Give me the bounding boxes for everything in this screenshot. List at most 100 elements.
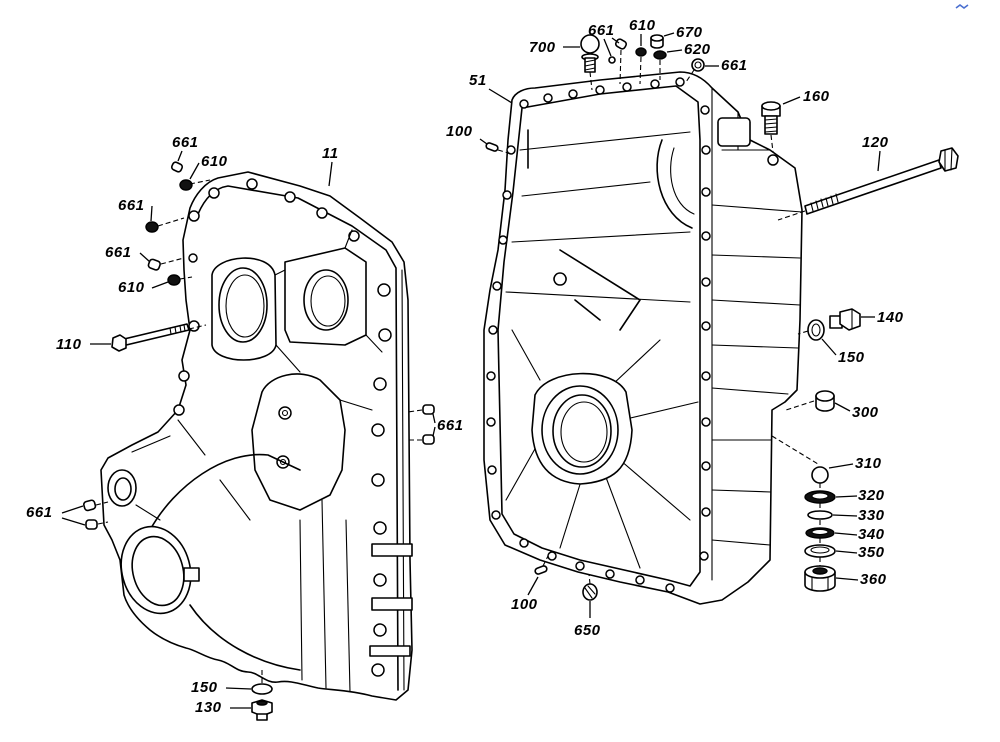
part-661-plug [83,499,97,512]
bolt-hole [491,510,501,520]
center-line [160,257,185,265]
bolt-boss [371,663,385,677]
bolt-hole [701,507,711,517]
part-650-plug [582,583,598,601]
leader-line [835,577,859,581]
part-360-nut [804,565,836,592]
cap-top [650,34,664,42]
part-661-plug [691,58,705,72]
callout-300: 300 [852,404,879,421]
bolt-hole [519,99,529,109]
callout-670: 670 [676,24,703,41]
rib-line [177,399,373,693]
bell-opening-inner [131,535,185,607]
bolt-hole [173,404,185,416]
callout-labels: 700 661 610 670 620 661 51 160 100 120 6… [26,17,904,716]
center-line [407,409,423,441]
leader-line [488,88,513,104]
callout-100: 100 [446,123,473,140]
corner-mark [955,4,969,9]
bolt-hole [595,85,605,95]
bolt-hole [487,465,497,475]
thread-line [764,118,778,133]
leader-line [835,495,858,498]
bolt-boss [373,377,387,391]
bolt-hole [605,569,615,579]
leader-line [432,413,436,437]
center-line [95,501,109,525]
leader-line [151,281,169,289]
part-350-washer [804,544,836,558]
bolt-hole [188,210,200,222]
nut-bore [812,567,828,575]
port-bore [303,269,349,331]
callout-130: 130 [195,699,222,716]
bolt-hole-inner [279,458,287,466]
washer-inner [810,546,830,554]
part-661-plug [422,404,435,415]
bolt-hole [701,187,711,197]
bolt-hole [486,417,496,427]
housing-11-flange-rim [401,269,405,691]
bolt-hole [675,77,685,87]
center-line [189,179,211,185]
part-620-seal [653,50,667,60]
part-670-cap [650,34,664,49]
thread-line [169,324,186,335]
center-line [157,217,185,227]
bolt-hole [502,190,512,200]
bolt-hole [701,277,711,287]
part-130-plug [251,699,273,721]
plug-head [839,308,861,331]
small-part [608,56,616,64]
bearing-bore-inner [560,401,608,463]
part-100-dowel [485,142,499,152]
callout-661: 661 [172,134,199,151]
leader-lines [61,32,881,709]
bolt-hole [348,230,360,242]
bolt-hole [208,187,220,199]
side-tube-bore [114,477,132,501]
leader-line [189,162,200,180]
rib-line [131,435,171,521]
bolt-hole [492,281,502,291]
callout-330: 330 [858,507,885,524]
bolt-boss [378,328,392,342]
callout-140: 140 [877,309,904,326]
part-110-bolt [111,323,190,352]
part-661-plug [422,434,435,445]
bolt-hole [701,231,711,241]
right-flange-bosses [369,283,413,677]
flange-bolt-holes [486,77,711,593]
part-100-dowel [534,565,548,575]
center-line [770,134,774,153]
callout-620: 620 [684,41,711,58]
bolt-boss [377,283,391,297]
housing-11-cover-plate [251,373,346,511]
callout-700: 700 [529,39,556,56]
callout-310: 310 [855,455,882,472]
housing-51-flange-inner [497,85,701,587]
leader-line [479,138,488,145]
plug-head-top [761,101,781,111]
thread-line [584,59,596,71]
port-bore-inner [310,275,346,327]
center-line [777,210,806,221]
bell-cone-edge [189,604,301,671]
leader-line [225,687,252,690]
bolt-hole [178,370,190,382]
part-661-plug [614,38,628,50]
nut-edge [811,576,829,591]
bolt-hole [246,178,258,190]
bolt-hole-inner [281,409,289,417]
center-line [589,71,593,91]
part-330-ring [807,510,833,520]
part-120-long-bolt [804,147,959,215]
bolt-hole [188,253,198,263]
callout-51: 51 [469,72,487,89]
body-boss [717,117,751,147]
center-line [497,149,513,155]
bolt-hole [188,320,200,332]
plug-top [256,700,268,706]
bearing-bore [541,385,619,475]
